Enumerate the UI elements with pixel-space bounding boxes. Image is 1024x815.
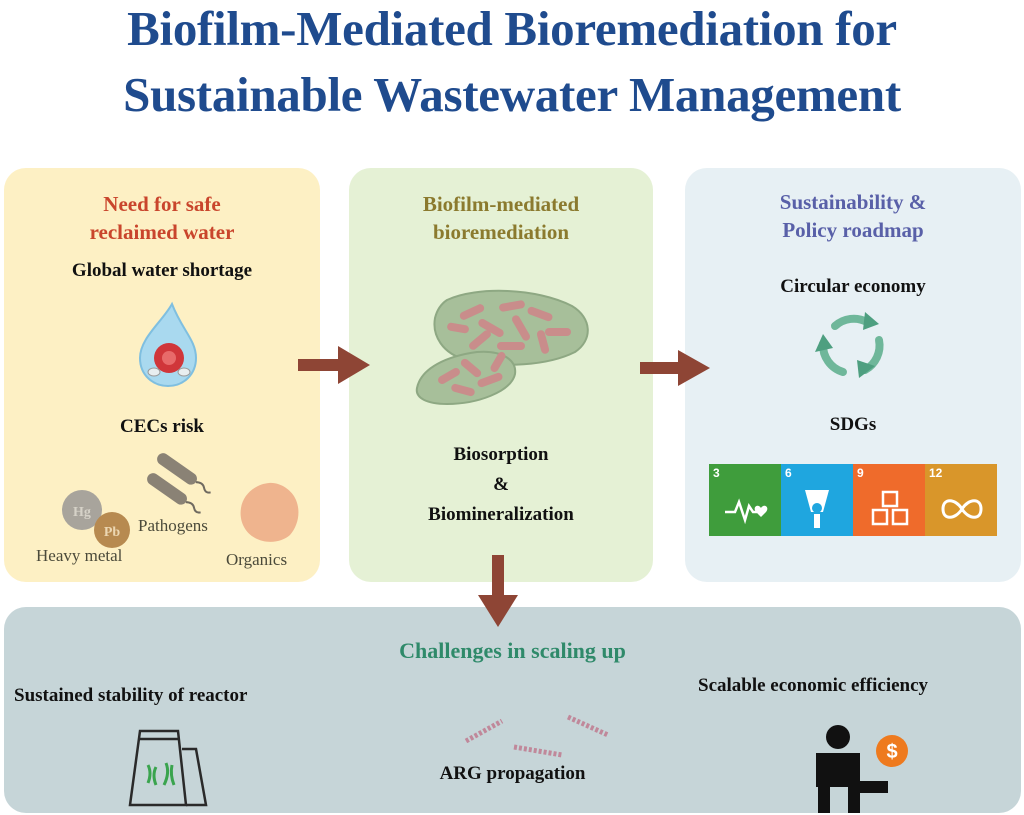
panel-title-sustainability: Sustainability & Policy roadmap (685, 188, 1021, 244)
sdg-number: 6 (785, 466, 792, 480)
arg-dna-icon (464, 714, 610, 758)
heartbeat-icon (725, 498, 768, 525)
label-mechanisms: Biosorption & Biomineralization (349, 440, 653, 530)
label-economic-efficiency: Scalable economic efficiency (698, 675, 929, 696)
panel-title-biofilm-line-2: bioremediation (432, 220, 570, 244)
panel-title-need: Need for safe reclaimed water (4, 190, 320, 246)
sdg-tiles: 3 6 9 12 (709, 464, 997, 536)
coin-symbol: $ (886, 741, 897, 763)
heavy-metal-icon: Hg Pb (62, 490, 130, 548)
main-title-line-1: Biofilm-Mediated Bioremediation for (127, 1, 897, 56)
organics-icon (240, 482, 299, 542)
sdg-tile-3: 3 (709, 464, 781, 536)
panel-title-need-line-2: reclaimed water (89, 220, 235, 244)
label-circular-economy: Circular economy (780, 276, 926, 297)
reactor-icon (128, 729, 208, 807)
label-reactor-stability: Sustained stability of reactor (14, 685, 248, 706)
cubes-icon (871, 490, 909, 526)
panel-title-biofilm: Biofilm-mediated bioremediation (349, 190, 653, 246)
pathogens-icon (147, 453, 211, 514)
water-tap-icon (805, 490, 829, 528)
label-cecs-risk: CECs risk (120, 416, 204, 437)
person-with-coin-icon: $ (816, 725, 908, 813)
label-heavy-metal: Heavy metal (36, 546, 123, 565)
water-drop-icon (138, 301, 198, 388)
panel-title-need-line-1: Need for safe (103, 192, 221, 216)
panel-title-challenges: Challenges in scaling up (399, 638, 626, 663)
biofilm-bacteria-icon (415, 289, 589, 406)
metal-symbol-hg: Hg (73, 505, 91, 520)
recycle-arrows-icon (815, 312, 884, 378)
label-biomineralization: Biomineralization (428, 504, 574, 525)
label-pathogens: Pathogens (138, 516, 208, 535)
panel-biofilm-bioremediation: Biofilm-mediated bioremediation Biosorpt… (349, 168, 653, 582)
label-sdgs: SDGs (829, 414, 877, 435)
label-ampersand: & (493, 474, 509, 495)
sdg-tile-9: 9 (853, 464, 925, 536)
label-arg-propagation: ARG propagation (439, 763, 586, 784)
sdg-number: 3 (713, 466, 720, 480)
panel-title-sustainability-line-2: Policy roadmap (782, 218, 924, 242)
label-biosorption: Biosorption (453, 444, 549, 465)
sdg-tile-12: 12 (925, 464, 997, 536)
panel-challenges: Challenges in scaling up Sustained stabi… (4, 607, 1021, 813)
sdg-tile-6: 6 (781, 464, 853, 536)
arrow-right-biofilm-to-sustainability (640, 350, 710, 386)
panel-title-biofilm-line-1: Biofilm-mediated (422, 192, 580, 216)
arrow-down-biofilm-to-challenges (478, 555, 518, 627)
label-global-water-shortage: Global water shortage (71, 260, 253, 281)
sdg-number: 12 (929, 466, 943, 480)
panel-need-for-safe-water: Need for safe reclaimed water Global wat… (4, 168, 320, 582)
panel-sustainability-policy: Sustainability & Policy roadmap Circular… (685, 168, 1021, 582)
arrow-right-need-to-biofilm (298, 346, 370, 384)
metal-symbol-pb: Pb (104, 525, 121, 540)
sdg-number: 9 (857, 466, 864, 480)
infinity-icon (941, 499, 983, 519)
panel-title-sustainability-line-1: Sustainability & (779, 190, 927, 214)
label-organics: Organics (226, 550, 288, 569)
main-title-line-2: Sustainable Wastewater Management (123, 67, 901, 122)
